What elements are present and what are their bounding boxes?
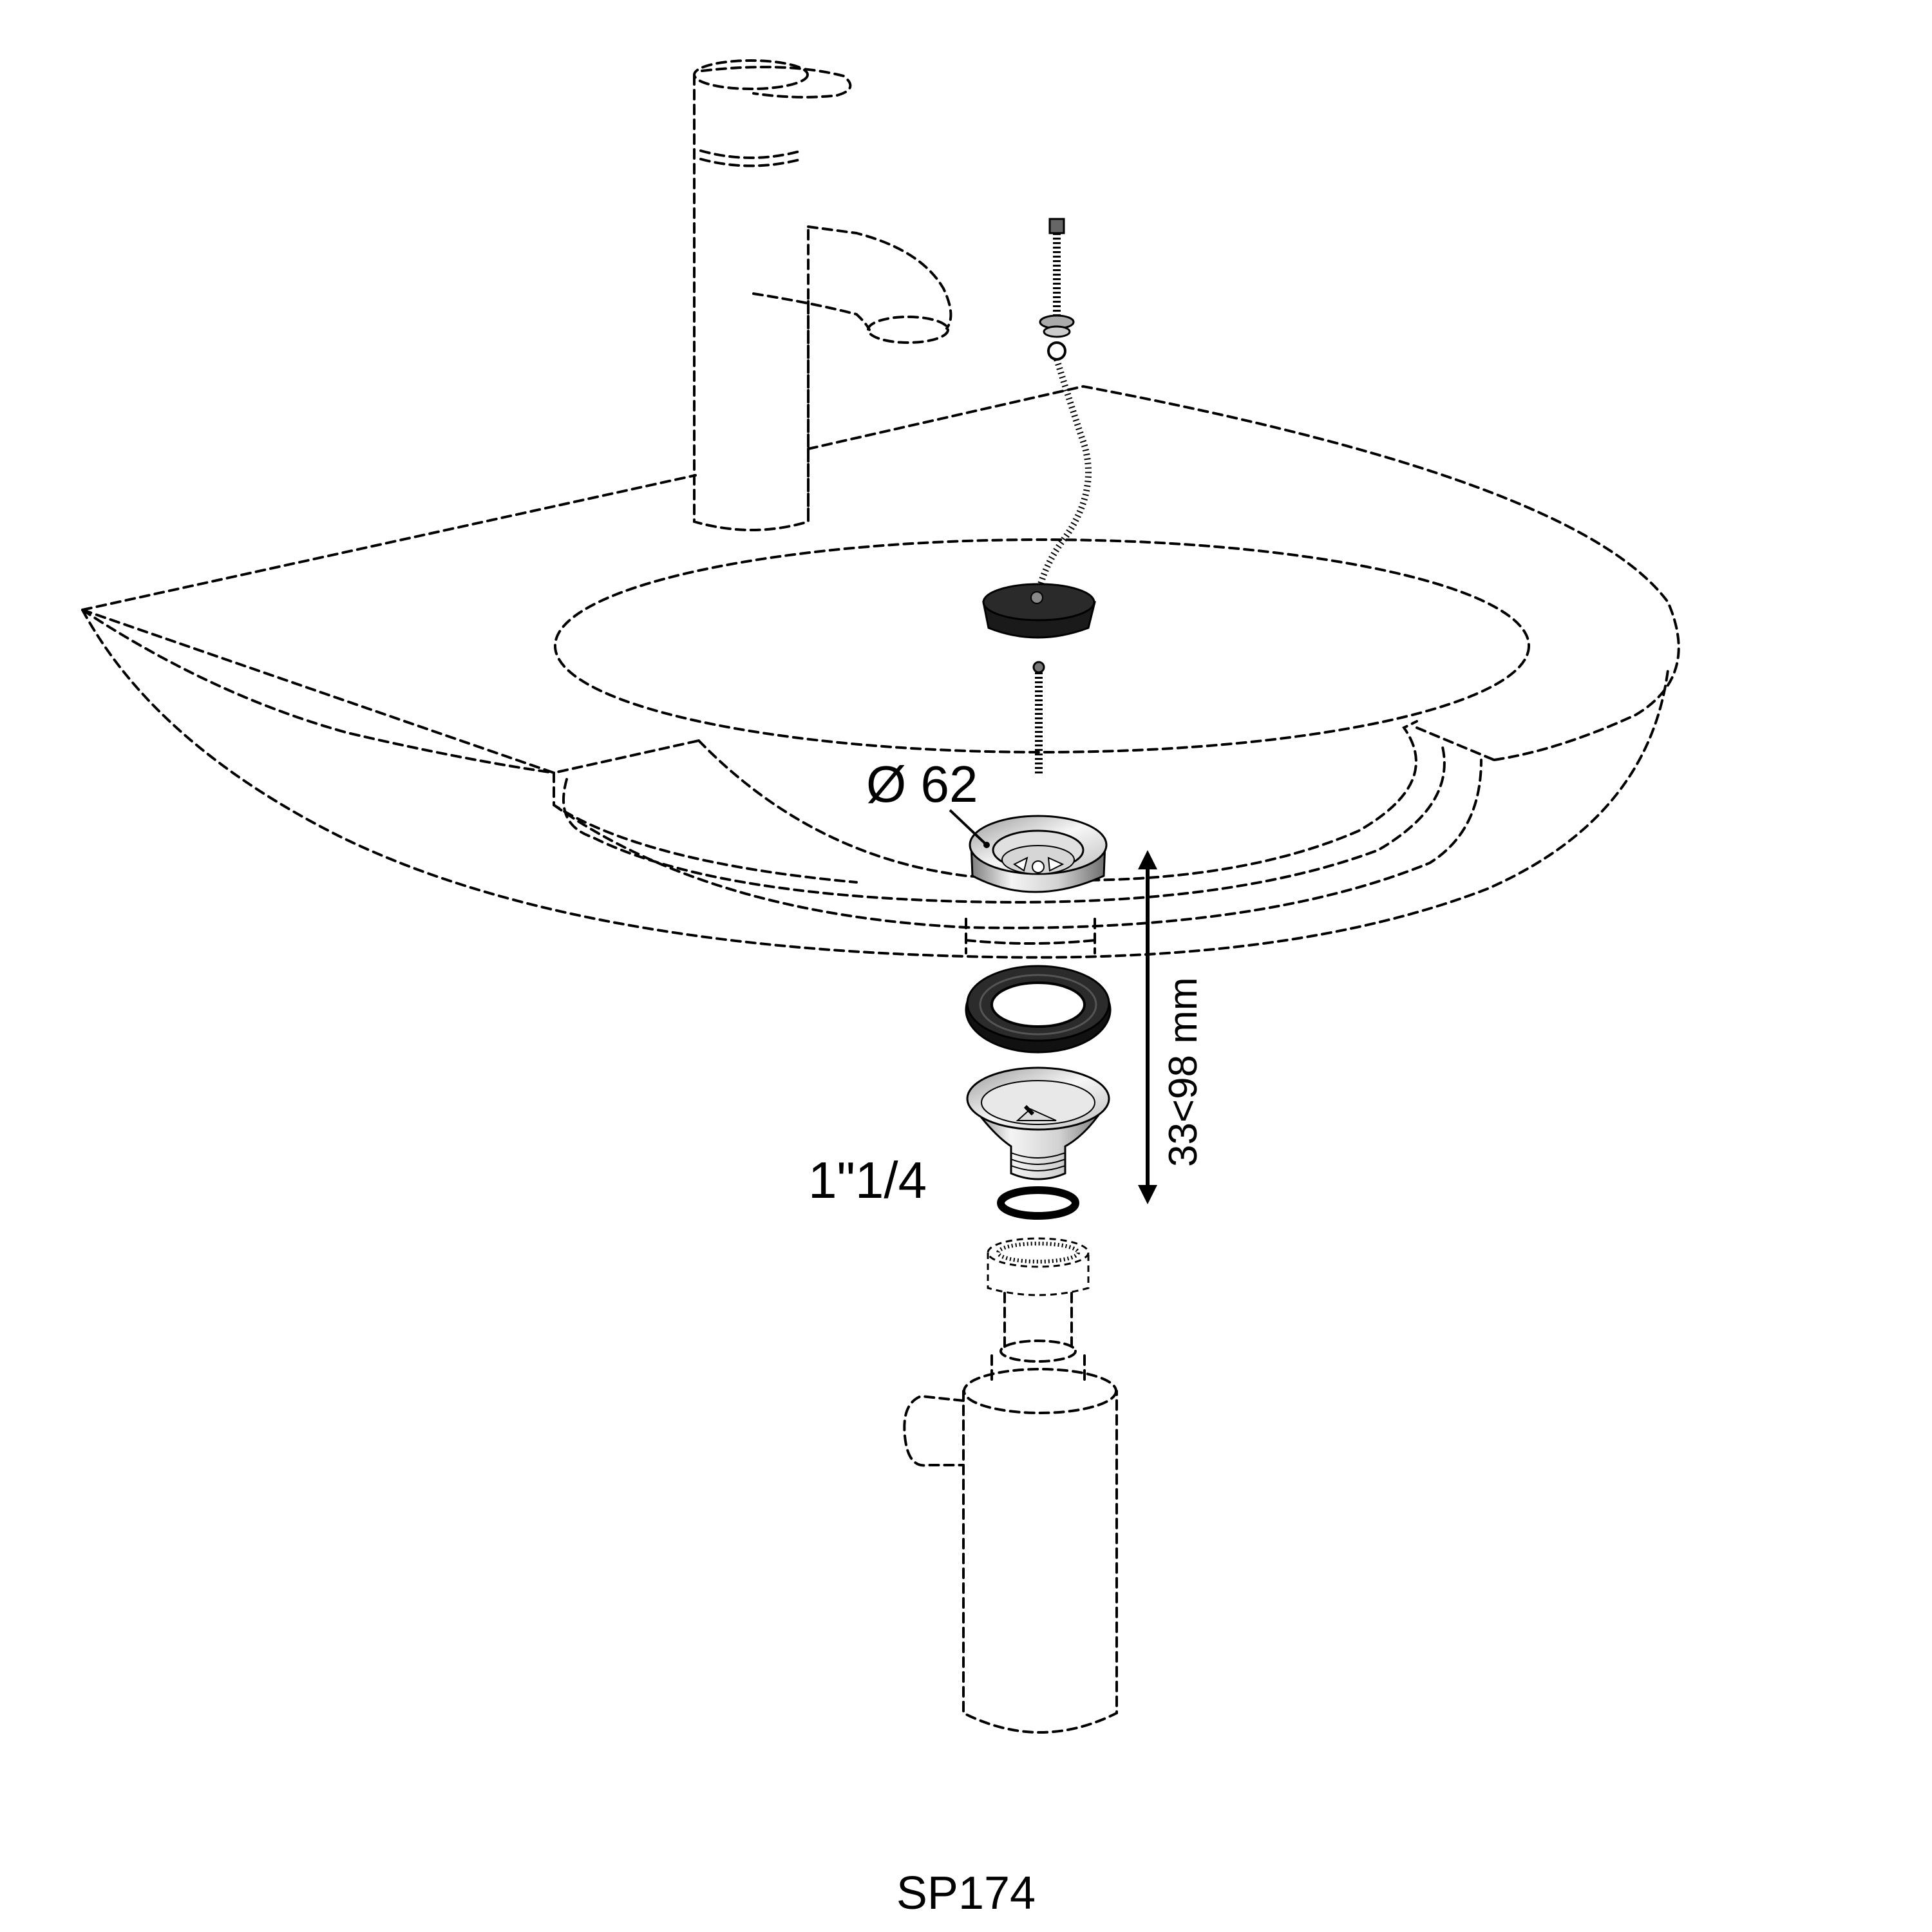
rubber-gasket-icon — [965, 965, 1112, 1054]
stopper-plug-icon — [982, 583, 1096, 776]
diameter-label: Ø 62 — [866, 755, 978, 813]
drain-flange-icon — [969, 815, 1108, 893]
chain-icon — [1034, 218, 1092, 600]
faucet-icon — [693, 59, 952, 531]
drain-body-icon — [966, 1066, 1110, 1180]
model-code: SP174 — [896, 1868, 1036, 1919]
diameter-leader-line — [949, 809, 988, 846]
sink-basin-icon — [81, 384, 1680, 959]
bottle-trap-icon — [903, 1237, 1118, 1734]
height-range-label: 33<98 mm — [1161, 977, 1206, 1167]
thread-size-label: 1"1/4 — [808, 1151, 927, 1209]
o-ring-icon — [997, 1186, 1079, 1220]
